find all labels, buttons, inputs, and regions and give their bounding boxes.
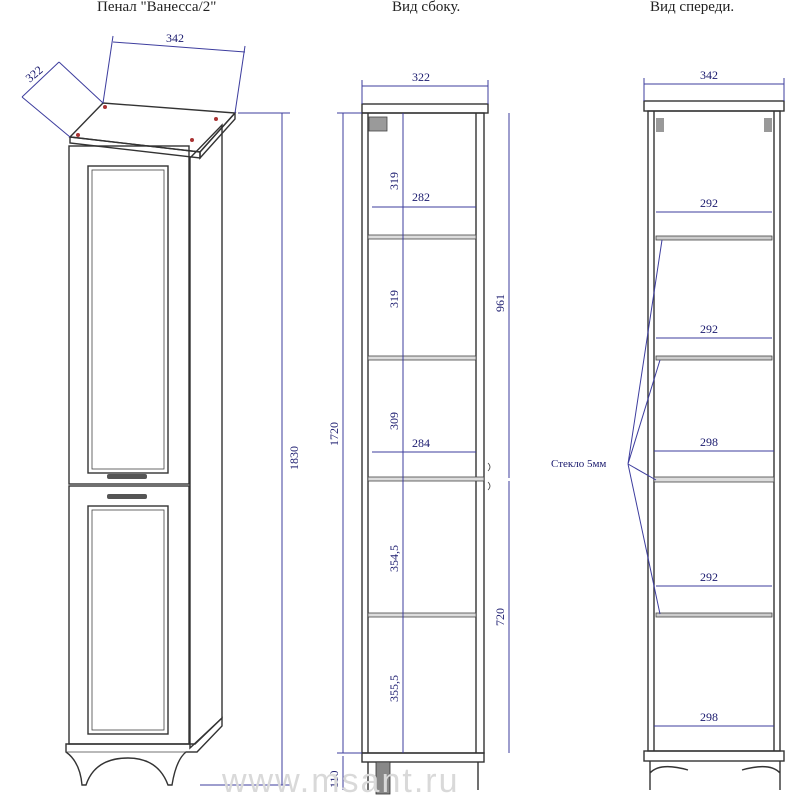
front-shelf-2-label: 292 (700, 322, 718, 336)
side-depth-label: 322 (412, 70, 430, 84)
iso-lower-handle (107, 494, 147, 499)
iso-upper-door-panel (87, 165, 169, 474)
front-shelf-1-label: 292 (700, 196, 718, 210)
iso-cabinet (65, 102, 237, 786)
front-divider (653, 476, 775, 483)
iso-width-ext-right (234, 45, 246, 114)
iso-width-label: 342 (166, 31, 184, 45)
iso-top-slab (68, 102, 237, 153)
title-front-view: Вид спереди. (650, 0, 735, 15)
iso-depth-ext-top (58, 61, 104, 104)
iso-corner-dot (103, 105, 107, 109)
iso-corner-dot (190, 138, 194, 142)
side-leg-label: 110 (327, 770, 341, 788)
side-body (361, 112, 485, 754)
front-width-label: 342 (700, 68, 718, 82)
side-shelf-2 (367, 355, 477, 361)
iso-upper-door-bevel (91, 169, 165, 470)
iso-corner-dot (214, 117, 218, 121)
title-side-view: Вид сбоку. (392, 0, 461, 15)
front-glass-shelf-4 (655, 612, 773, 618)
watermark: www.msant.ru (221, 762, 460, 800)
front-view (643, 100, 785, 790)
side-siphon (375, 761, 391, 795)
side-legs (367, 762, 479, 790)
side-inner-top-label: 282 (412, 190, 430, 204)
iso-upper-door (68, 145, 190, 485)
front-dimensions: 342 292 292 298 292 298 Стекло 5мм (551, 68, 785, 727)
front-top-slab (643, 100, 785, 112)
front-glass-shelf-1 (655, 235, 773, 241)
glass-label: Стекло 5мм (551, 458, 606, 470)
side-dimensions: 322 282 284 319 319 309 354,5 355,5 961 … (327, 70, 510, 790)
iso-dimensions: 342 322 1830 (21, 31, 301, 786)
iso-corner-dot (76, 133, 80, 137)
side-lower-door-label: 720 (493, 608, 507, 626)
front-hinge-right (764, 118, 772, 132)
iso-upper-handle (107, 474, 147, 479)
side-top-slab (361, 103, 489, 114)
iso-top-side-edge (199, 111, 236, 160)
side-shelf-gap-5-label: 355,5 (387, 675, 401, 702)
iso-top-front-edge (69, 136, 201, 159)
iso-width-ext-left (102, 35, 114, 104)
iso-depth-dimline (21, 61, 60, 98)
front-shelf-3-label: 298 (700, 435, 718, 449)
side-shelf-gap-1-label: 319 (387, 172, 401, 190)
iso-lower-door-bevel (91, 509, 165, 731)
front-glass-shelf-2 (655, 355, 773, 361)
side-shelf-1 (367, 234, 477, 240)
side-plinth (361, 752, 485, 763)
iso-plinth (65, 716, 223, 786)
side-upper-door-label: 961 (493, 294, 507, 312)
side-hinge (368, 116, 388, 132)
side-divider (367, 476, 485, 482)
glass-leader-lines (627, 239, 663, 615)
side-handle-upper (487, 462, 491, 472)
side-shelf-4 (367, 612, 477, 618)
side-shelf-gap-3-label: 309 (387, 412, 401, 430)
iso-lower-door (68, 485, 190, 745)
front-shelf-4-label: 292 (700, 570, 718, 584)
title-cabinet: Пенал "Ванесса/2" (97, 0, 217, 15)
side-total-height-label: 1720 (327, 422, 341, 446)
iso-width-dimline (112, 41, 246, 53)
front-legs (649, 761, 781, 790)
iso-height-label: 1830 (287, 446, 301, 470)
side-handle-lower (487, 481, 491, 491)
front-hinge-left (656, 118, 664, 132)
iso-body-side (189, 123, 223, 750)
iso-depth-ext-bottom (21, 96, 71, 138)
side-inner-mid-label: 284 (412, 436, 430, 450)
side-shelf-gap-4-label: 354,5 (387, 545, 401, 572)
iso-lower-door-panel (87, 505, 169, 735)
side-shelf-gap-2-label: 319 (387, 290, 401, 308)
side-view (361, 103, 491, 795)
front-shelf-5-label: 298 (700, 710, 718, 724)
front-plinth (643, 750, 785, 762)
iso-depth-label: 322 (23, 63, 46, 85)
